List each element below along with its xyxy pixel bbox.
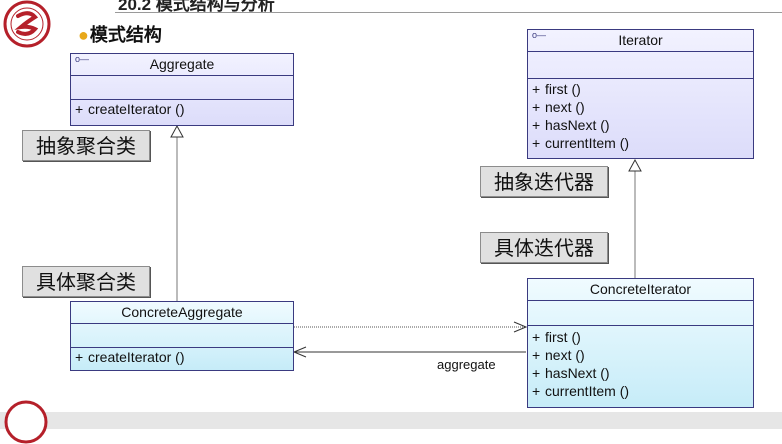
section-title: ●模式结构 xyxy=(78,25,162,45)
aggregate-association-arrowhead xyxy=(292,346,307,358)
operation: +createIterator () xyxy=(75,101,185,117)
interface-icon: o— xyxy=(75,54,90,64)
class-operations: +createIterator () xyxy=(71,100,293,118)
operation: +first () xyxy=(532,329,581,345)
concrete-aggregate-class[interactable]: ConcreteAggregate +createIterator () xyxy=(70,301,294,371)
concrete-iterator-label: 具体迭代器 xyxy=(480,232,608,263)
abstract-iterator-label: 抽象迭代器 xyxy=(480,166,608,197)
operation: +first () xyxy=(532,81,581,97)
operation: +hasNext () xyxy=(532,117,610,133)
header-rule xyxy=(115,12,782,13)
class-name: o— Iterator xyxy=(528,30,753,52)
class-operations: +first () +next () +hasNext () +currentI… xyxy=(528,326,753,400)
class-attributes xyxy=(528,301,753,326)
class-operations: +first () +next () +hasNext () +currentI… xyxy=(528,79,753,152)
class-name: ConcreteAggregate xyxy=(71,302,293,324)
interface-icon: o— xyxy=(532,30,547,40)
class-name: o— Aggregate xyxy=(71,54,293,76)
aggregate-generalization-arrowhead xyxy=(170,124,184,138)
operation: +currentItem () xyxy=(532,135,630,151)
aggregate-class[interactable]: o— Aggregate +createIterator () xyxy=(70,53,294,126)
class-attributes xyxy=(71,324,293,348)
operation: +createIterator () xyxy=(75,349,185,365)
class-attributes xyxy=(528,52,753,79)
class-operations: +createIterator () xyxy=(71,348,293,366)
operation: +next () xyxy=(532,347,585,363)
class-attributes xyxy=(71,76,293,100)
footer-logo-icon xyxy=(4,400,48,444)
operation: +currentItem () xyxy=(532,383,630,399)
diagram-relationships xyxy=(170,124,642,358)
association-role-label: aggregate xyxy=(437,357,496,372)
iterator-class[interactable]: o— Iterator +first () +next () +hasNext … xyxy=(527,29,754,159)
footer-band xyxy=(0,412,782,429)
bullet-icon: ● xyxy=(78,25,89,45)
operation: +hasNext () xyxy=(532,365,610,381)
header-title: 20.2 模式结构与分析 xyxy=(118,0,275,14)
concrete-iterator-class[interactable]: ConcreteIterator +first () +next () +has… xyxy=(527,278,754,408)
abstract-aggregate-label: 抽象聚合类 xyxy=(22,130,150,161)
class-name: ConcreteIterator xyxy=(528,279,753,301)
concrete-aggregate-label: 具体聚合类 xyxy=(22,266,150,297)
iterator-generalization-arrowhead xyxy=(628,158,642,172)
university-logo-icon xyxy=(3,0,51,48)
operation: +next () xyxy=(532,99,585,115)
create-dependency-arrowhead xyxy=(513,321,528,333)
